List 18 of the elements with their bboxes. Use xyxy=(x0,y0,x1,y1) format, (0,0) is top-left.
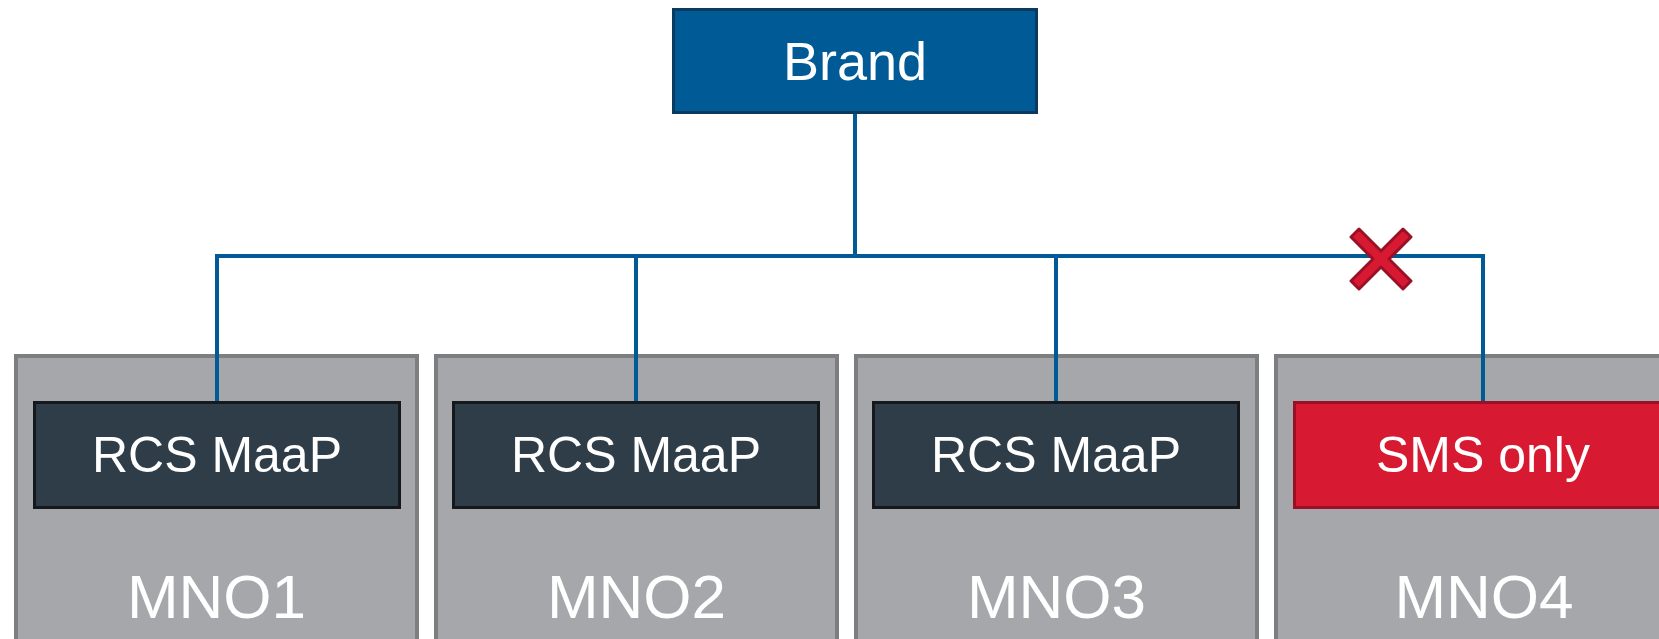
group-panel xyxy=(434,354,839,639)
alert-box xyxy=(1293,401,1659,509)
box-label: RCS MaaP xyxy=(930,430,1182,480)
box-label: MNO4 xyxy=(1394,566,1574,628)
box-label: MNO2 xyxy=(546,566,727,628)
box-label: SMS only xyxy=(1376,430,1590,480)
box-label: RCS MaaP xyxy=(91,430,343,480)
box-label: RCS MaaP xyxy=(510,430,762,480)
group-panel xyxy=(1274,354,1659,639)
service-box xyxy=(33,401,401,509)
service-box xyxy=(872,401,1240,509)
box-label: MNO3 xyxy=(966,566,1147,628)
group-panel xyxy=(14,354,419,639)
box-label: MNO1 xyxy=(126,566,307,628)
box-label: Brand xyxy=(782,34,928,88)
top-box xyxy=(672,8,1038,114)
service-box xyxy=(452,401,820,509)
group-panel xyxy=(854,354,1259,639)
